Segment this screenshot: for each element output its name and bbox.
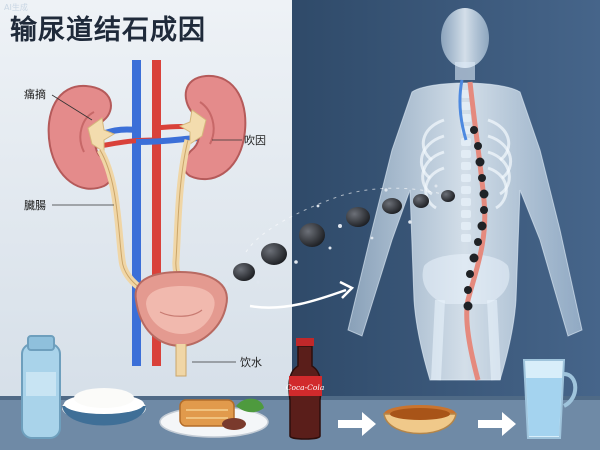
arrow-right-icon-2 [478,412,516,436]
label-ureter: 臓腸 [24,199,46,212]
vena-cava [132,60,141,366]
cola-bottle-icon: Coca-Cola [286,338,325,440]
urinary-tract-diagram [47,60,247,377]
right-renal-pelvis [178,109,207,145]
stew-bowl-icon [383,405,457,435]
label-kidney-pelvis: 痛摘 [24,88,46,101]
aorta [152,60,161,366]
rice-bowl-icon [62,388,146,426]
flying-stones [224,184,455,309]
left-renal-pelvis [87,117,116,153]
water-bottle-icon [21,335,61,439]
urethra [175,344,187,377]
arrow-right-icon [338,412,376,436]
human-body-xray [347,8,583,381]
label-drink: 饮水 [240,356,262,369]
water-glass-icon [522,359,578,439]
fried-food-plate-icon [159,398,269,438]
stone-filled-tract [464,81,488,381]
cola-label: Coca-Cola [286,383,325,392]
page-title: 输尿道结石成因 [10,15,206,46]
ai-generated-badge: AI生成 [4,3,28,12]
label-cause: 吹因 [244,134,266,147]
flow-arrow [249,288,347,309]
